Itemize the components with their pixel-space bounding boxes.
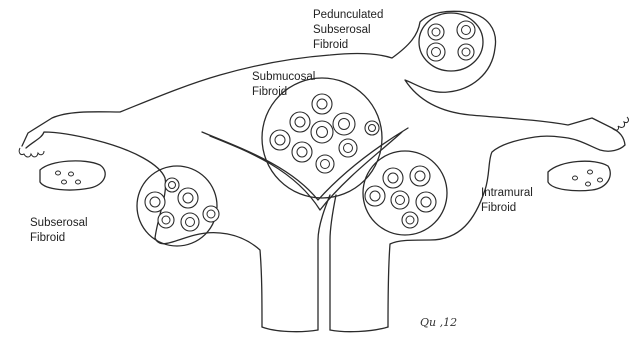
ovary-follicle bbox=[62, 180, 67, 184]
ovary-follicle bbox=[586, 182, 591, 186]
artist-signature: Qu ,12 bbox=[420, 316, 457, 329]
ovary-follicle bbox=[598, 178, 603, 182]
pedunculated-fibroid bbox=[419, 13, 483, 71]
intramural-fibroid bbox=[363, 151, 447, 235]
ovary-follicle bbox=[76, 180, 81, 184]
subserosal-fibroid bbox=[137, 166, 219, 246]
fibroid-cells bbox=[270, 94, 379, 173]
cervical-canal-right bbox=[330, 195, 336, 330]
cervical-canal bbox=[318, 195, 330, 330]
label-intramural: Intramural Fibroid bbox=[481, 187, 536, 214]
label-subserosal: Subserosal Fibroid bbox=[30, 217, 91, 244]
right-fimbriae bbox=[612, 117, 628, 130]
uterus-lower-left bbox=[262, 327, 318, 332]
label-pedunculated: Pedunculated Subserosal Fibroid bbox=[313, 9, 387, 51]
uterus-lower-right bbox=[330, 327, 388, 332]
right-ovary bbox=[548, 161, 610, 191]
ovary-follicle bbox=[588, 170, 593, 174]
left-fimbriae bbox=[19, 148, 44, 157]
label-submucosal: Submucosal Fibroid bbox=[252, 71, 319, 98]
ovary-follicle bbox=[56, 171, 61, 175]
ovary-follicle bbox=[69, 172, 74, 176]
ovary-follicle bbox=[573, 176, 578, 180]
